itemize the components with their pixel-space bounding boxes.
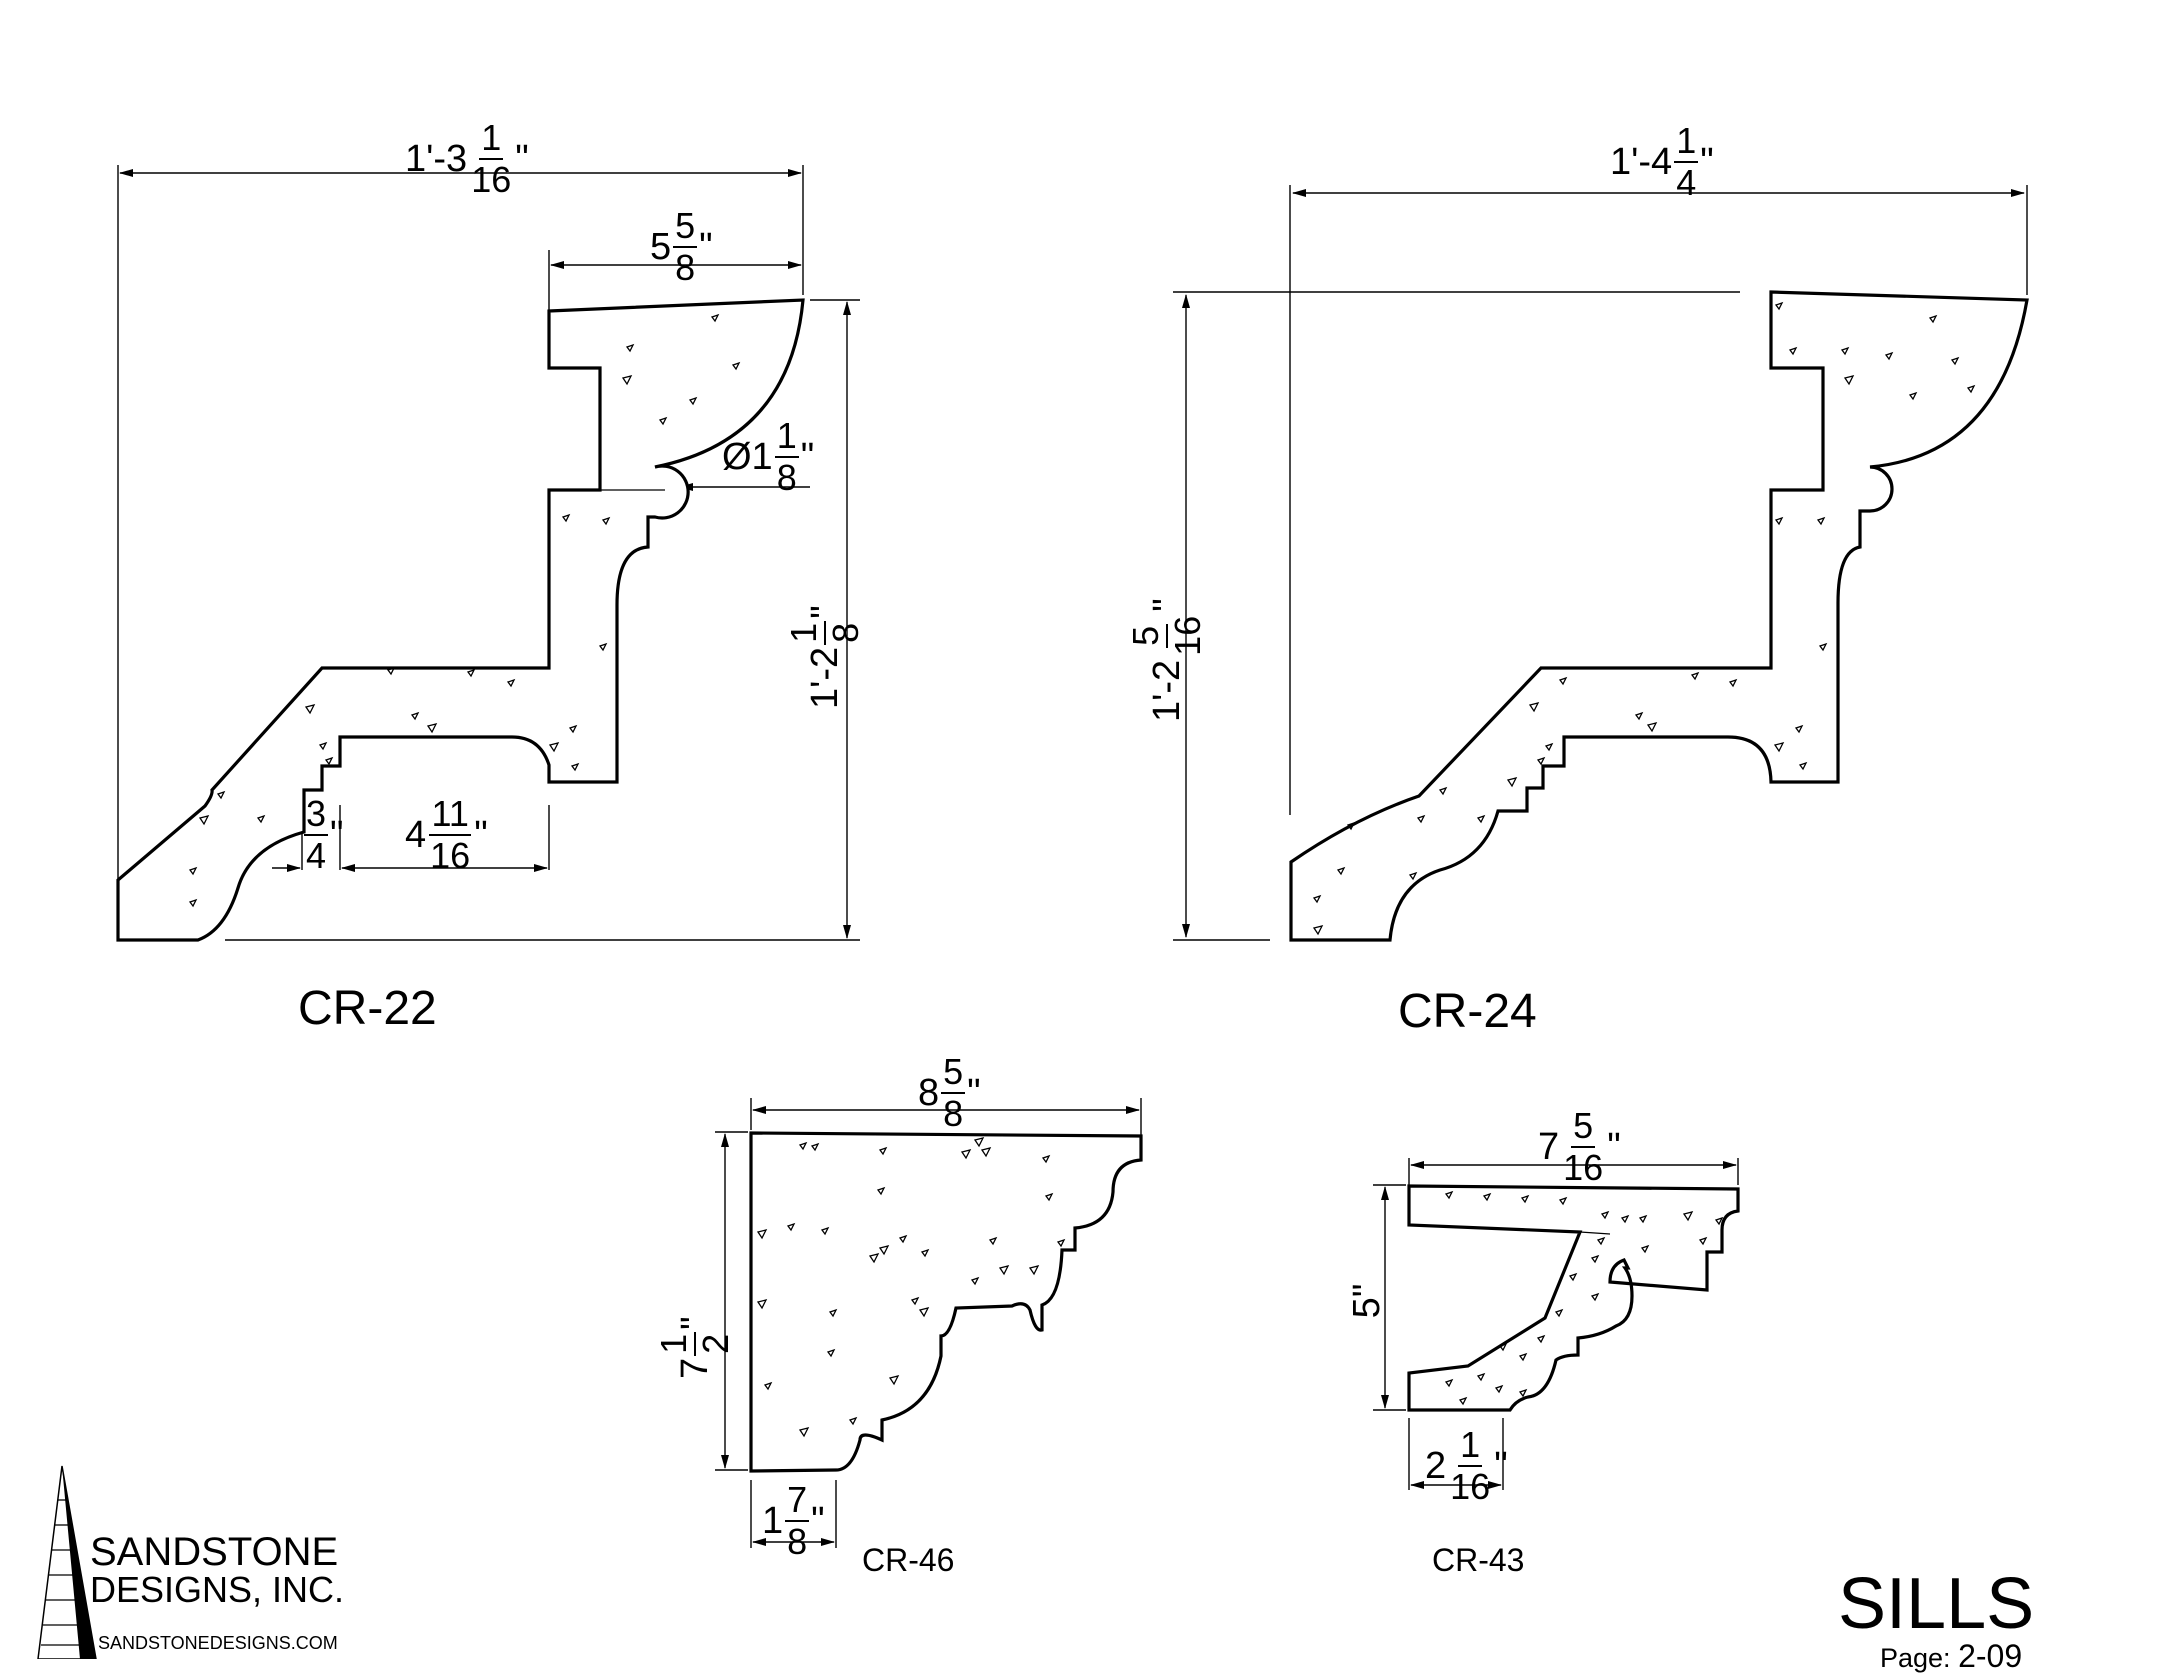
- dim-unit: ": [515, 138, 529, 180]
- cr-24-profile-drawing: [1173, 185, 2029, 942]
- dim-whole: 1'-3: [405, 138, 468, 180]
- dim-denominator: 16: [471, 159, 512, 200]
- dim-whole: 4: [405, 814, 427, 856]
- dim-whole: 7: [1538, 1126, 1560, 1168]
- dim-numerator: 5: [1571, 1105, 1596, 1148]
- dim-whole: 1: [762, 1500, 784, 1542]
- cr-43-profile-drawing: [1373, 1158, 1740, 1490]
- cr-43-label: CR-43: [1432, 1542, 1525, 1578]
- company-logo: [37, 1465, 97, 1659]
- dim-whole: 1'-4: [1610, 141, 1673, 183]
- dim-numerator: 5: [1125, 623, 1168, 648]
- dim-denominator: 16: [430, 835, 471, 876]
- page-number: 2-09: [1958, 1638, 2023, 1674]
- dim-unit: ": [1494, 1445, 1508, 1487]
- dim-denominator: 16: [1167, 615, 1208, 656]
- dim-numerator: 1: [774, 415, 799, 458]
- dim-unit: ": [967, 1072, 981, 1114]
- dim-numerator: 1: [1674, 120, 1699, 163]
- dim-denominator: 2: [695, 1333, 736, 1354]
- dim-numerator: 5: [673, 205, 698, 248]
- dim-numerator: 3: [304, 793, 329, 836]
- dim-unit: ": [800, 436, 815, 478]
- sheet-title: SILLS: [1838, 1564, 2035, 1644]
- page-label: Page:: [1880, 1643, 1951, 1673]
- dim-unit: ": [1146, 598, 1188, 612]
- dim-unit: ": [699, 226, 713, 268]
- dim-whole: 7: [674, 1357, 716, 1379]
- dim-denominator: 16: [1563, 1147, 1604, 1188]
- dim-denominator: 4: [1676, 162, 1697, 203]
- dim-denominator: 8: [787, 1521, 808, 1562]
- dim-numerator: 1: [479, 117, 504, 160]
- dim-unit: ": [1700, 141, 1714, 183]
- dim-whole: 8: [918, 1072, 940, 1114]
- dim-denominator: 8: [943, 1093, 964, 1134]
- dim-numerator: 1: [783, 620, 826, 645]
- cr-22-label: CR-22: [298, 982, 437, 1035]
- page-indicator: Page: 2-09: [1880, 1640, 2022, 1672]
- logo-line-2: DESIGNS, INC.: [90, 1569, 345, 1610]
- dim-unit: ": [811, 1500, 825, 1542]
- logo-url: SANDSTONEDESIGNS.COM: [98, 1633, 338, 1653]
- dim-denominator: 16: [1450, 1466, 1491, 1507]
- cr-46-profile-drawing: [715, 1098, 1143, 1548]
- cr-46-label: CR-46: [862, 1542, 955, 1578]
- dim-unit: ": [1607, 1126, 1621, 1168]
- dim-whole: 1'-2: [1146, 659, 1188, 722]
- dim-whole: 5: [650, 226, 672, 268]
- dim-numerator: 5: [941, 1051, 966, 1094]
- dim-unit: ": [674, 1316, 716, 1330]
- dim-unit: ": [330, 814, 344, 856]
- cr-24-label: CR-24: [1398, 985, 1537, 1038]
- dim-numerator: 7: [785, 1479, 810, 1522]
- dim-numerator: 11: [429, 793, 471, 836]
- dim-unit: ": [804, 605, 846, 619]
- dim-denominator: 8: [825, 622, 866, 643]
- dim-denominator: 8: [776, 457, 797, 498]
- dim-whole: 2: [1425, 1445, 1447, 1487]
- cr-43-height: 5": [1346, 1283, 1388, 1319]
- dim-denominator: 4: [306, 835, 327, 876]
- dim-numerator: 1: [1458, 1424, 1483, 1467]
- dim-unit: ": [474, 814, 488, 856]
- dim-whole: Ø1: [722, 436, 773, 478]
- dim-denominator: 8: [675, 247, 696, 288]
- logo-line-1: SANDSTONE: [90, 1530, 339, 1574]
- dim-numerator: 1: [653, 1331, 696, 1356]
- cr-22-profile-drawing: [116, 165, 860, 942]
- dim-whole: 1'-2: [804, 646, 846, 709]
